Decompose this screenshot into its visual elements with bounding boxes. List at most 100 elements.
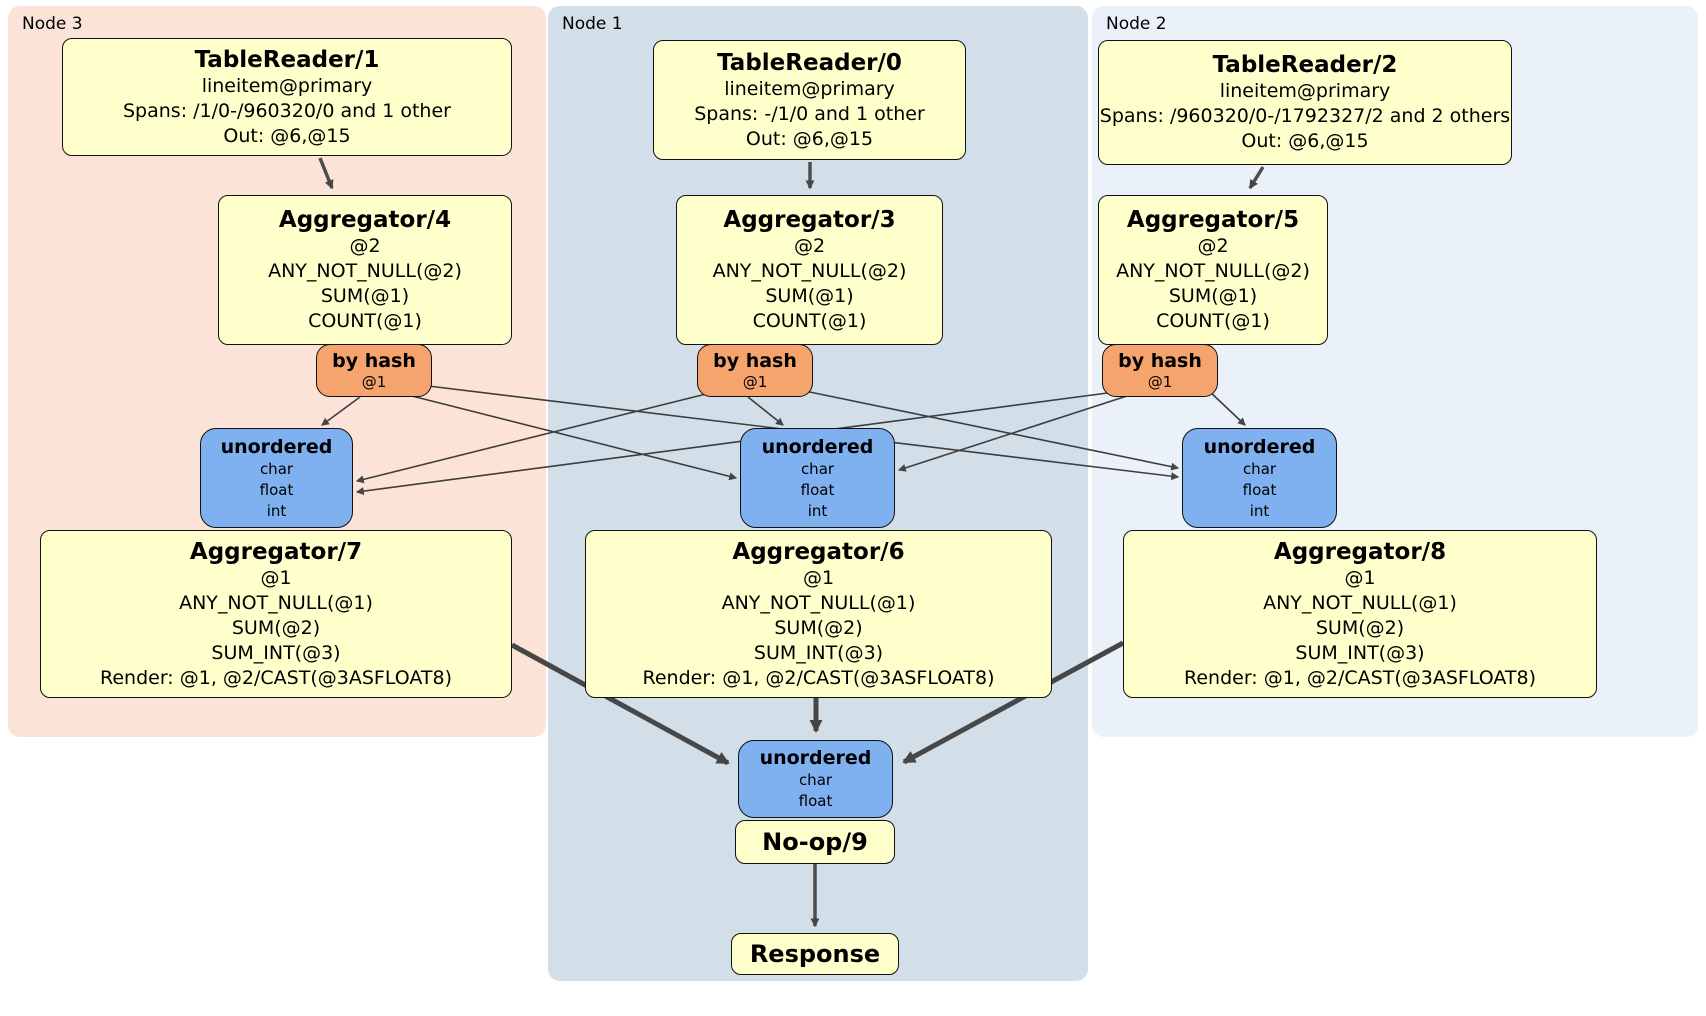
- processor-line: SUM(@1): [765, 285, 854, 307]
- stream-line: float: [1242, 480, 1277, 499]
- processor-line: Out: @6,@15: [223, 124, 351, 147]
- edge-tr1-agg4: [318, 157, 334, 190]
- stream-line: int: [807, 501, 828, 520]
- stream-line: char: [800, 459, 835, 478]
- processor-line: SUM(@2): [231, 616, 321, 639]
- stream-line: char: [1242, 459, 1277, 478]
- processor-line: @1: [802, 566, 835, 589]
- router-line: @1: [1147, 373, 1173, 391]
- processor-line: Out: @6,@15: [1241, 130, 1369, 152]
- edge-hash2-stream2: [1207, 389, 1246, 426]
- processor-line: Render: @1, @2/CAST(@3ASFLOAT8): [100, 666, 452, 689]
- stream-unordered-node1: unordered char float int: [740, 428, 895, 528]
- node1-label: Node 1: [562, 14, 623, 34]
- processor-line: SUM_INT(@3): [753, 641, 884, 664]
- processor-line: ANY_NOT_NULL(@1): [1263, 591, 1457, 614]
- edge-hash3-stream1: [399, 392, 738, 481]
- processor-noop-9: No-op/9: [735, 820, 895, 864]
- processor-line: ANY_NOT_NULL(@1): [179, 591, 373, 614]
- processor-line: @1: [1344, 566, 1376, 589]
- processor-line: Render: @1, @2/CAST(@3ASFLOAT8): [1184, 666, 1536, 689]
- processor-tablereader-0: TableReader/0 lineitem@primary Spans: -/…: [653, 40, 966, 160]
- edge-hash2-stream1: [897, 394, 1131, 472]
- processor-line: @2: [349, 235, 381, 257]
- edge-hash1-stream3: [355, 392, 711, 484]
- processor-line: ANY_NOT_NULL(@2): [1116, 260, 1310, 282]
- edge-agg7-final: [510, 642, 730, 766]
- router-by-hash-node3: by hash @1: [316, 344, 432, 397]
- processor-line: @1: [260, 566, 292, 589]
- node3-label: Node 3: [22, 14, 83, 34]
- router-by-hash-node2: by hash @1: [1102, 344, 1218, 397]
- router-by-hash-node1: by hash @1: [697, 344, 813, 397]
- processor-line: SUM(@1): [1168, 285, 1258, 307]
- router-line: @1: [361, 373, 387, 391]
- processor-aggregator-6: Aggregator/6 @1 ANY_NOT_NULL(@1) SUM(@2)…: [585, 530, 1052, 698]
- processor-line: SUM(@2): [774, 616, 863, 639]
- processor-line: ANY_NOT_NULL(@1): [721, 591, 916, 614]
- router-line: @1: [742, 373, 768, 391]
- stream-title: unordered: [759, 747, 872, 769]
- router-title: by hash: [332, 350, 416, 372]
- processor-line: COUNT(@1): [308, 310, 422, 332]
- stream-line: float: [800, 480, 835, 499]
- stream-title: unordered: [761, 435, 874, 458]
- processor-title: TableReader/2: [1212, 52, 1398, 78]
- processor-title: Aggregator/6: [732, 538, 905, 565]
- processor-line: @2: [793, 235, 826, 257]
- processor-line: COUNT(@1): [752, 310, 867, 332]
- processor-tablereader-1: TableReader/1 lineitem@primary Spans: /1…: [62, 38, 512, 156]
- processor-aggregator-3: Aggregator/3 @2 ANY_NOT_NULL(@2) SUM(@1)…: [676, 195, 943, 345]
- processor-line: SUM_INT(@3): [1295, 641, 1425, 664]
- edge-hash1-stream1: [747, 396, 784, 426]
- processor-line: SUM(@1): [320, 285, 410, 307]
- stream-title: unordered: [220, 435, 333, 458]
- processor-title: Aggregator/5: [1126, 207, 1300, 233]
- processor-line: lineitem@primary: [201, 74, 373, 97]
- stream-unordered-node2: unordered char float int: [1182, 428, 1337, 528]
- processor-aggregator-4: Aggregator/4 @2 ANY_NOT_NULL(@2) SUM(@1)…: [218, 195, 512, 345]
- stream-line: char: [798, 771, 833, 789]
- processor-title: Response: [749, 940, 881, 968]
- processor-title: TableReader/1: [194, 46, 380, 73]
- processor-line: Render: @1, @2/CAST(@3ASFLOAT8): [642, 666, 995, 689]
- stream-unordered-final: unordered char float: [738, 740, 893, 818]
- processor-line: SUM_INT(@3): [211, 641, 341, 664]
- stream-title: unordered: [1203, 435, 1316, 458]
- processor-title: TableReader/0: [717, 49, 902, 76]
- processor-title: Aggregator/4: [278, 207, 452, 233]
- stream-line: int: [266, 501, 287, 520]
- edge-hash1-stream2: [799, 389, 1180, 471]
- processor-line: ANY_NOT_NULL(@2): [268, 260, 462, 282]
- edge-tr2-agg5: [1248, 166, 1265, 190]
- stream-unordered-node3: unordered char float int: [200, 428, 353, 528]
- processor-line: lineitem@primary: [1219, 80, 1391, 102]
- processor-line: Spans: -/1/0 and 1 other: [694, 102, 925, 125]
- stream-line: char: [259, 459, 294, 478]
- processor-title: Aggregator/7: [189, 538, 363, 565]
- router-title: by hash: [1118, 350, 1202, 372]
- edge-agg8-final: [902, 640, 1125, 765]
- stream-line: float: [798, 792, 833, 810]
- processor-line: ANY_NOT_NULL(@2): [712, 260, 907, 282]
- stream-line: float: [259, 480, 294, 499]
- processor-aggregator-5: Aggregator/5 @2 ANY_NOT_NULL(@2) SUM(@1)…: [1098, 195, 1328, 345]
- processor-title: Aggregator/3: [723, 207, 896, 233]
- processor-aggregator-8: Aggregator/8 @1 ANY_NOT_NULL(@1) SUM(@2)…: [1123, 530, 1597, 698]
- processor-line: COUNT(@1): [1156, 310, 1270, 332]
- processor-tablereader-2: TableReader/2 lineitem@primary Spans: /9…: [1098, 40, 1512, 165]
- processor-aggregator-7: Aggregator/7 @1 ANY_NOT_NULL(@1) SUM(@2)…: [40, 530, 512, 698]
- processor-line: @2: [1197, 235, 1229, 257]
- processor-response: Response: [731, 933, 899, 975]
- edge-hash3-stream3: [321, 396, 361, 426]
- processor-line: Out: @6,@15: [745, 127, 874, 150]
- edge-hash2-stream3: [355, 391, 1116, 496]
- node2-label: Node 2: [1106, 14, 1167, 34]
- processor-line: Spans: /960320/0-/1792327/2 and 2 others: [1099, 105, 1511, 127]
- processor-line: SUM(@2): [1315, 616, 1405, 639]
- stream-line: int: [1249, 501, 1270, 520]
- processor-line: Spans: /1/0-/960320/0 and 1 other: [123, 99, 451, 122]
- processor-line: lineitem@primary: [724, 77, 895, 100]
